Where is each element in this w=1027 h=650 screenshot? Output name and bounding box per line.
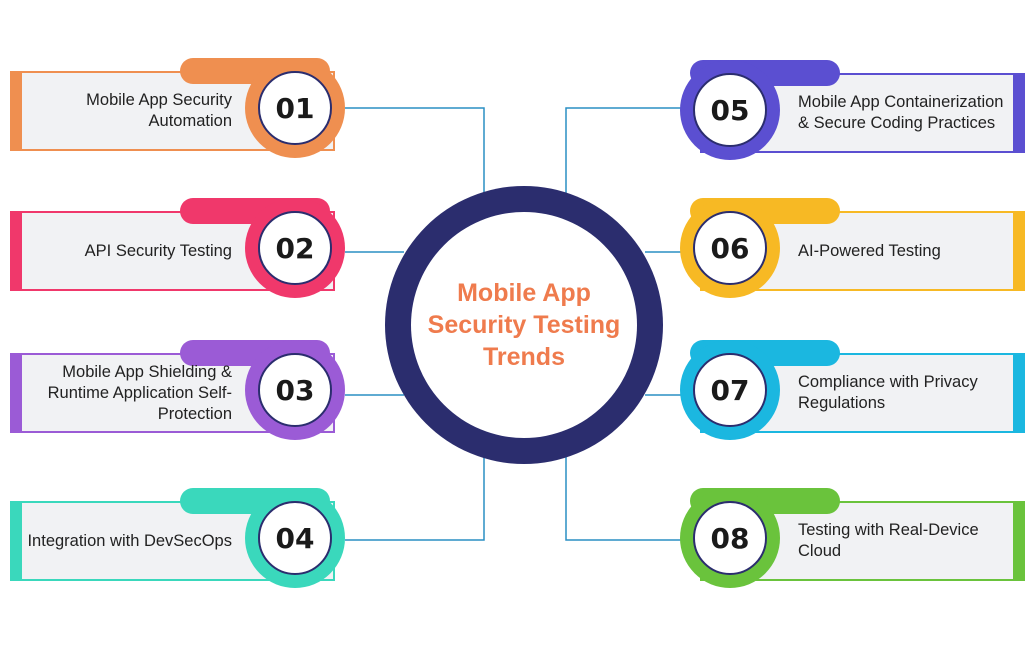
- trend-number: 04: [275, 521, 315, 555]
- connector-05: [565, 107, 682, 210]
- trend-number-ring: 02: [245, 198, 345, 298]
- trend-label: Integration with DevSecOps: [27, 531, 232, 550]
- trend-label: Mobile App Shielding & Runtime Applicati…: [47, 362, 232, 423]
- connector-08: [565, 440, 682, 541]
- trend-number-disc: 01: [258, 71, 332, 145]
- trend-number-disc: 07: [693, 353, 767, 427]
- trend-item-07: Compliance with Privacy Regulations 07: [680, 340, 1025, 440]
- trend-number-ring: 08: [680, 488, 780, 588]
- trend-label: Compliance with Privacy Regulations: [798, 373, 978, 412]
- trend-label: API Security Testing: [84, 241, 232, 260]
- trend-number-disc: 05: [693, 73, 767, 147]
- trend-number: 05: [710, 93, 750, 127]
- connector-group: [345, 107, 682, 541]
- trend-number: 07: [710, 373, 750, 407]
- trend-number-ring: 05: [680, 60, 780, 160]
- trend-number-disc: 08: [693, 501, 767, 575]
- connector-01: [345, 107, 485, 210]
- trend-number: 06: [710, 231, 750, 265]
- trend-number-ring: 07: [680, 340, 780, 440]
- trend-number-disc: 03: [258, 353, 332, 427]
- trend-item-08: Testing with Real-Device Cloud 08: [680, 488, 1025, 588]
- trend-number: 01: [275, 91, 315, 125]
- trend-number: 03: [275, 373, 315, 407]
- center-title: Mobile App Security Testing Trends: [427, 279, 621, 371]
- trend-label: Mobile App Security Automation: [86, 91, 232, 130]
- trend-number: 02: [275, 231, 315, 265]
- trend-number-ring: 06: [680, 198, 780, 298]
- center-hub: Mobile App Security Testing Trends: [385, 186, 663, 464]
- trend-number-disc: 02: [258, 211, 332, 285]
- center-hub-inner: Mobile App Security Testing Trends: [411, 212, 637, 438]
- trend-item-03: Mobile App Shielding & Runtime Applicati…: [0, 340, 345, 440]
- trend-item-04: Integration with DevSecOps 04: [0, 488, 345, 588]
- trend-number-ring: 04: [245, 488, 345, 588]
- trend-item-02: API Security Testing 02: [0, 198, 345, 298]
- trend-number-ring: 01: [245, 58, 345, 158]
- trend-label: Mobile App Containerization & Secure Cod…: [798, 93, 1004, 132]
- trend-item-05: Mobile App Containerization & Secure Cod…: [680, 60, 1025, 160]
- trend-number-disc: 04: [258, 501, 332, 575]
- trend-label: AI-Powered Testing: [798, 241, 941, 260]
- connector-04: [345, 440, 485, 541]
- trend-number: 08: [710, 521, 750, 555]
- trend-number-ring: 03: [245, 340, 345, 440]
- trend-item-06: AI-Powered Testing 06: [680, 198, 1025, 298]
- trend-item-01: Mobile App Security Automation 01: [0, 58, 345, 158]
- trend-label: Testing with Real-Device Cloud: [798, 521, 979, 560]
- trend-number-disc: 06: [693, 211, 767, 285]
